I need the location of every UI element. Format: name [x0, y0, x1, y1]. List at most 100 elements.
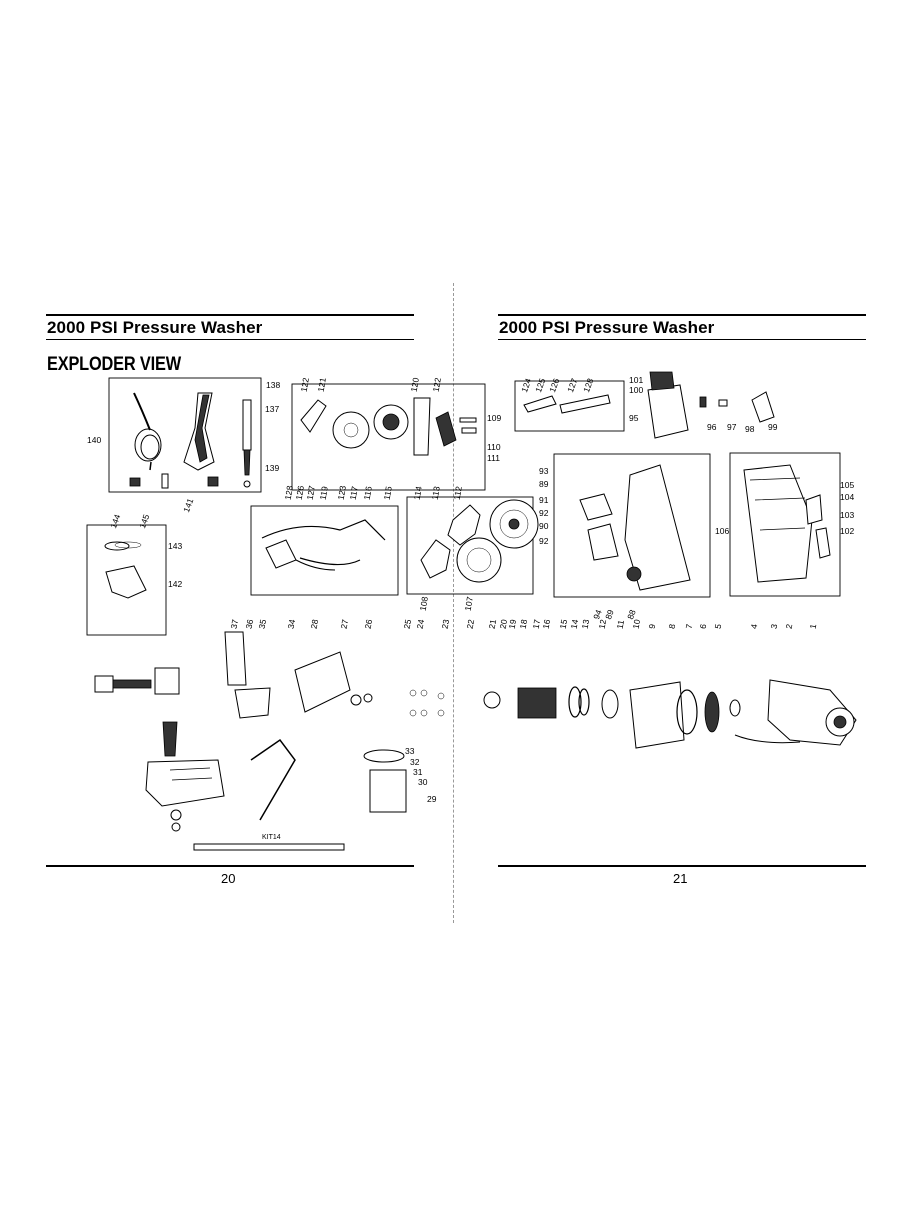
part-callout: 97	[727, 422, 737, 432]
part-callout: KIT14	[262, 834, 281, 841]
part-callout: 101	[629, 375, 644, 385]
part-callout: 115	[381, 485, 394, 501]
part-callout: 121	[315, 376, 328, 393]
part-callout: 14	[568, 618, 581, 630]
part-callout: 107	[462, 595, 475, 612]
fan-cover-box	[406, 496, 534, 595]
part-callout: 123	[335, 484, 348, 501]
part-callout: 90	[539, 521, 549, 531]
part-callout: 137	[265, 404, 280, 414]
part-callout: 12	[596, 618, 609, 630]
motor-cover-top	[647, 371, 775, 439]
part-callout: 140	[87, 435, 102, 445]
handle-frame-box	[250, 505, 399, 596]
part-callout: 27	[338, 618, 351, 630]
section-heading: EXPLODER VIEW	[47, 354, 181, 375]
right-page-title: 2000 PSI Pressure Washer	[499, 318, 715, 337]
part-callout: 113	[429, 485, 442, 501]
spray-gun	[183, 392, 215, 471]
part-callout: 112	[451, 485, 464, 501]
part-callout: 13	[579, 618, 592, 630]
part-callout: 32	[410, 757, 420, 767]
part-callout: 35	[256, 618, 269, 630]
left-page-title: 2000 PSI Pressure Washer	[47, 318, 263, 337]
part-callout: 11	[614, 619, 627, 630]
fan-and-cover	[420, 499, 539, 583]
motor-assembly	[483, 679, 857, 749]
part-callout: 96	[707, 422, 717, 432]
part-callout: 92	[539, 536, 549, 546]
right-title-underline	[498, 339, 866, 340]
part-callout: 16	[540, 618, 553, 630]
part-callout: 18	[517, 618, 530, 630]
nozzle-holder-box	[86, 524, 167, 636]
part-callout: 92	[539, 508, 549, 518]
part-callout: 95	[629, 413, 639, 423]
wheel-parts	[300, 397, 477, 456]
part-callout: 143	[168, 541, 183, 551]
part-callout: 22	[464, 618, 477, 630]
frame-housing	[579, 464, 691, 591]
part-callout: 139	[265, 463, 280, 473]
handle-frame	[261, 519, 386, 571]
part-callout: 142	[168, 579, 183, 589]
part-callout: 89	[539, 479, 549, 489]
left-footer-rule	[46, 865, 414, 867]
part-callout: 10	[630, 618, 643, 630]
part-callout: 36	[243, 618, 256, 630]
part-callout: 109	[487, 413, 502, 423]
part-callout: 93	[539, 466, 549, 476]
nozzle-tips	[129, 473, 219, 489]
part-callout: 111	[487, 453, 500, 463]
spray-hose-coil	[133, 392, 162, 471]
pump-assembly	[94, 631, 445, 851]
part-callout: 19	[506, 618, 519, 630]
part-callout: 99	[768, 422, 778, 432]
part-callout: 127	[304, 484, 317, 501]
part-callout: 91	[539, 495, 549, 505]
part-callout: 110	[487, 442, 501, 452]
part-callout: 105	[840, 480, 855, 490]
part-callout: 29	[427, 794, 437, 804]
left-page-number: 20	[221, 871, 236, 886]
part-callout: 30	[418, 777, 428, 787]
part-callout: 24	[414, 618, 427, 630]
nozzle-holder-bracket	[105, 565, 147, 599]
part-callout: 28	[308, 618, 321, 630]
part-callout: 33	[405, 746, 415, 756]
part-callout: 120	[408, 376, 421, 393]
frame-housing-box	[553, 453, 711, 598]
right-footer-rule	[498, 865, 866, 867]
part-callout: 138	[266, 380, 281, 390]
part-callout: 98	[745, 424, 755, 434]
part-callout: 122	[298, 376, 311, 393]
part-callout: 106	[715, 526, 730, 536]
part-callout: 34	[285, 618, 298, 630]
wheel-assembly-box	[291, 383, 486, 491]
part-callout: 119	[317, 485, 330, 501]
left-title-rule	[46, 314, 414, 316]
o-rings-left	[409, 689, 445, 717]
part-callout: 100	[629, 385, 644, 395]
part-callout: 103	[840, 510, 855, 520]
spray-wand	[242, 399, 252, 488]
right-title-rule	[498, 314, 866, 316]
part-callout: 26	[362, 618, 375, 630]
front-cover	[743, 464, 831, 583]
part-callout: 37	[228, 618, 241, 630]
part-callout: 102	[840, 526, 855, 536]
hose-reel-box	[514, 380, 625, 432]
part-callout: 117	[347, 485, 360, 501]
page-fold-divider	[453, 283, 454, 923]
part-callout: 108	[417, 595, 430, 612]
part-callout: 31	[413, 767, 423, 777]
gun-hose-box	[108, 377, 262, 493]
part-callout: 23	[439, 618, 452, 630]
front-cover-box	[729, 452, 841, 597]
hose-reel-parts	[523, 394, 611, 414]
right-page-number: 21	[673, 871, 688, 886]
part-callout: 122	[430, 376, 443, 393]
part-callout: 15	[557, 618, 570, 630]
part-callout: 116	[361, 485, 374, 501]
